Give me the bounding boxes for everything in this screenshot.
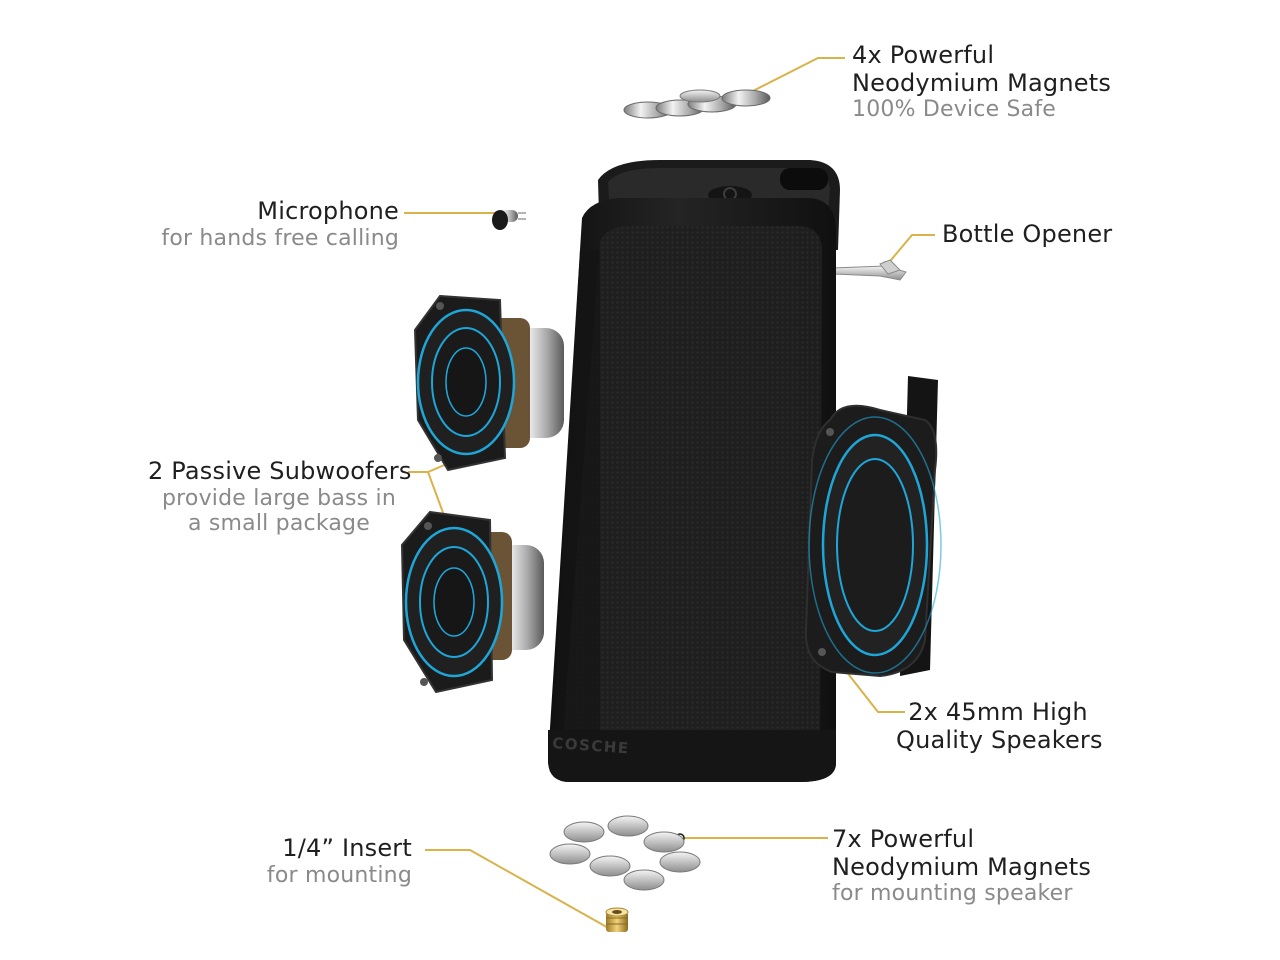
bottle-opener-image: [831, 259, 907, 281]
magnets-top-title-line2: Neodymium Magnets: [852, 68, 1112, 97]
callout-subwoofers: 2 Passive Subwoofers provide large bass …: [148, 457, 412, 536]
speakers-title-line2: Quality Speakers: [896, 725, 1103, 754]
speaker-body-image: COSCHE: [548, 160, 840, 782]
callout-magnets-bottom: 7x Powerful Neodymium Magnets for mounti…: [832, 825, 1092, 907]
brand-logo-text: COSCHE: [552, 734, 630, 757]
magnets-top-subtitle: 100% Device Safe: [852, 97, 1057, 123]
subwoofer-bottom-image: [400, 510, 544, 694]
leader-line-subwoofers-bottom: [427, 471, 446, 519]
callout-insert: 1/4” Insert for mounting: [266, 834, 412, 888]
microphone-title: Microphone: [257, 197, 399, 225]
bottle-opener-title: Bottle Opener: [942, 220, 1113, 248]
insert-title: 1/4” Insert: [282, 834, 412, 862]
callout-bottle-opener: Bottle Opener: [942, 220, 1113, 249]
subwoofers-subtitle-line2: a small package: [188, 510, 370, 536]
subwoofers-subtitle-line1: provide large bass in: [162, 485, 396, 511]
leader-lines: [404, 57, 935, 931]
magnets-bottom-title-line2: Neodymium Magnets: [832, 852, 1092, 881]
subwoofers-title: 2 Passive Subwoofers: [148, 457, 412, 485]
microphone-subtitle: for hands free calling: [161, 225, 399, 251]
top-magnets-image: [623, 89, 771, 119]
leader-line-insert: [425, 849, 613, 931]
right-speaker-image: [804, 376, 942, 678]
callout-speakers: 2x 45mm High Quality Speakers: [896, 698, 1103, 754]
leader-line-bottle-opener: [885, 234, 935, 267]
leader-line-speakers: [841, 665, 905, 713]
bottom-magnets-image: [549, 815, 701, 891]
magnets-top-title-line1: 4x Powerful: [852, 41, 995, 69]
microphone-image: [492, 210, 526, 230]
insert-subtitle: for mounting: [266, 862, 412, 888]
speakers-title-line1: 2x 45mm High: [908, 698, 1088, 726]
magnets-bottom-title-line1: 7x Powerful: [832, 825, 975, 853]
magnets-bottom-subtitle: for mounting speaker: [832, 881, 1073, 907]
callout-microphone: Microphone for hands free calling: [161, 197, 399, 251]
insert-image: [605, 907, 629, 932]
callout-magnets-top: 4x Powerful Neodymium Magnets 100% Devic…: [852, 41, 1112, 123]
leader-line-magnets-top: [744, 57, 845, 96]
subwoofer-top-image: [413, 294, 564, 472]
